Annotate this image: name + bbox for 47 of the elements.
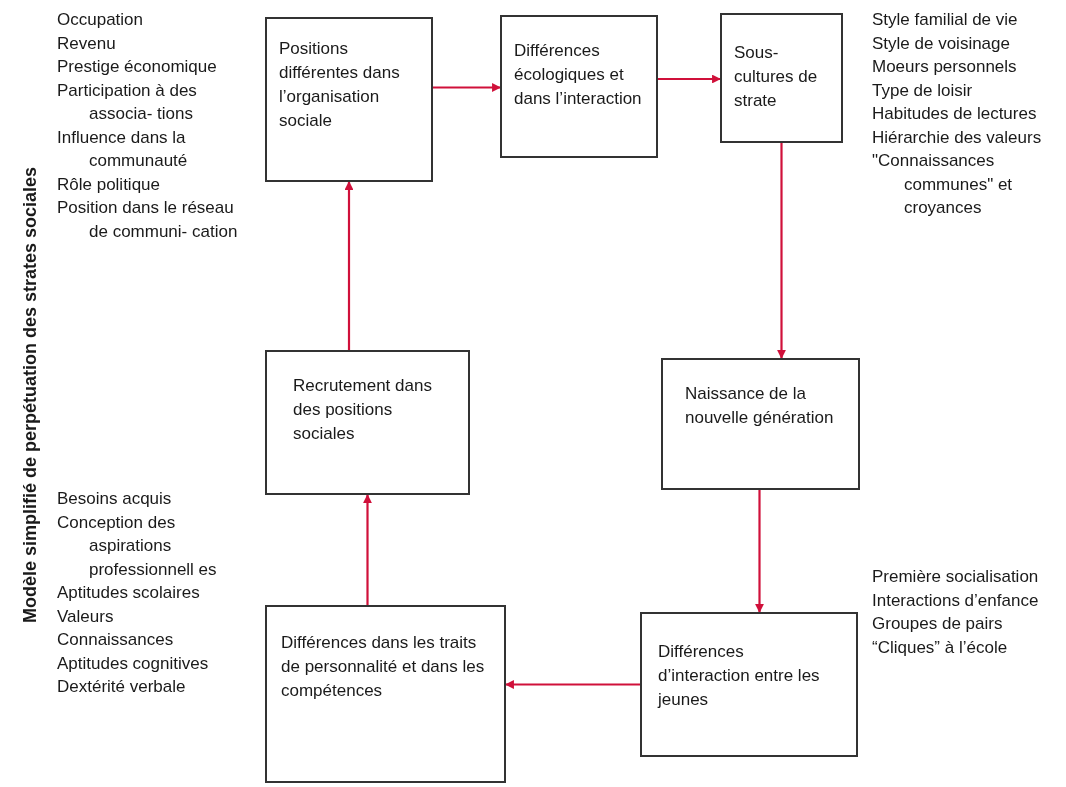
attribute-item: Type de loisir — [872, 79, 974, 102]
attribute-item: Conception des aspirations professionnell es — [57, 511, 218, 581]
box-text: Sous- cultures de strate — [734, 42, 819, 112]
arrow — [755, 490, 764, 613]
process-box — [500, 15, 658, 158]
attribute-item: Moeurs personnels — [872, 56, 1018, 78]
box-text: Différences d’interaction entre les jeunes — [658, 641, 821, 711]
process-box — [265, 17, 433, 182]
attribute-item: Aptitudes scolaires — [57, 582, 201, 604]
attribute-item: “Cliques” à l’école — [872, 636, 1009, 659]
attribute-item: Participation à des associa- tions — [57, 79, 198, 125]
attribute-item: Style de voisinage — [872, 32, 1011, 55]
attribute-item: Habitudes de lectures — [872, 103, 1038, 125]
attribute-item: Première socialisation — [872, 566, 1040, 588]
arrow — [777, 143, 786, 359]
attribute-item: Prestige économique — [57, 56, 218, 78]
process-box — [265, 350, 470, 495]
attribute-item: Influence dans la communauté — [57, 126, 189, 172]
box-text: Recrutement dans des positions sociales — [293, 375, 433, 445]
attribute-item: Interactions d’enfance — [872, 589, 1040, 612]
box-text: Naissance de la nouvelle génération — [685, 383, 835, 429]
arrow — [433, 83, 501, 92]
attribute-item: Connaissances — [57, 629, 175, 651]
arrow — [363, 494, 372, 605]
attribute-item: Groupes de pairs — [872, 613, 1004, 635]
attribute-item: Aptitudes cognitives — [57, 652, 210, 675]
arrow — [505, 680, 640, 689]
attribute-item: Besoins acquis — [57, 488, 173, 510]
box-text: Différences écologiques et dans l’interaction — [514, 40, 643, 110]
arrow — [658, 74, 721, 84]
process-box — [640, 612, 858, 757]
attribute-item: Valeurs — [57, 605, 115, 628]
attribute-item: Hiérarchie des valeurs — [872, 126, 1043, 149]
box-text: Différences dans les traits de personnalité et dans les compétences — [281, 632, 486, 702]
attribute-item: Rôle politique — [57, 173, 161, 196]
diagram-title: Modèle simplifié de perpétuation des strates sociales — [19, 166, 41, 624]
attribute-item: Occupation — [57, 9, 144, 31]
attribute-item: Position dans le réseau de communi- cation — [57, 197, 239, 243]
box-text: Positions différentes dans l’organisation sociale — [279, 38, 401, 132]
process-box — [265, 605, 506, 783]
process-box — [661, 358, 860, 490]
attribute-item: Dextérité verbale — [57, 676, 187, 698]
attribute-item: "Connaissances communes" et croyances — [872, 150, 1014, 219]
attribute-item: Revenu — [57, 32, 117, 55]
process-box — [720, 13, 843, 143]
attribute-item: Style familial de vie — [872, 9, 1019, 31]
arrow — [344, 181, 354, 350]
